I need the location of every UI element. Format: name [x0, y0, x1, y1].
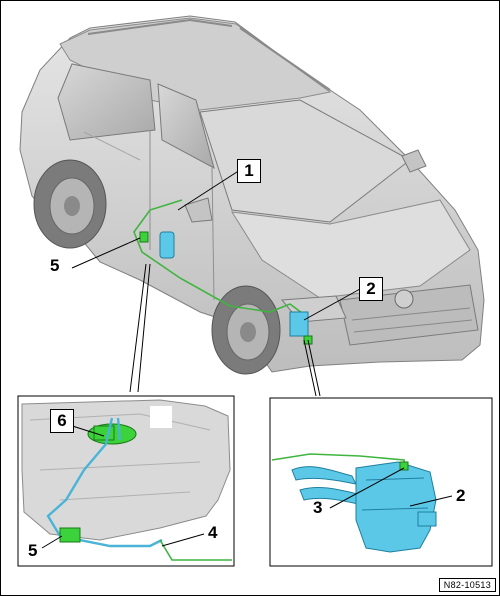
vw-logo	[394, 289, 414, 309]
leader-lines	[71, 169, 361, 397]
callout-5: 5	[50, 256, 60, 275]
callout-2: 2	[359, 277, 383, 301]
callout-4: 4	[208, 523, 218, 542]
windshield	[199, 99, 411, 223]
valve-inset	[59, 527, 81, 543]
inset-fuel-tank	[17, 395, 235, 567]
canister-car	[289, 311, 309, 337]
side-window	[57, 63, 156, 141]
front-wheel	[211, 285, 281, 375]
side-mirror	[401, 149, 427, 173]
reference-code: N82-10513	[438, 578, 496, 592]
inset-canister	[269, 397, 493, 567]
valve-car	[139, 231, 149, 243]
fuel-line-car	[133, 199, 307, 317]
roof-rail	[87, 18, 233, 35]
callout-6: 6	[50, 409, 74, 433]
side-window	[157, 83, 215, 169]
callout-5-inset: 5	[28, 541, 38, 560]
callout-3: 3	[313, 498, 323, 517]
fuel-pipe-blue	[46, 417, 163, 548]
fuel-sender	[93, 425, 115, 441]
fuel-pump-car	[159, 231, 175, 259]
callout-2-inset: 2	[456, 486, 466, 505]
callout-1: 1	[237, 159, 261, 183]
charcoal-canister	[355, 461, 437, 553]
hood	[231, 199, 471, 299]
fuel-line-inset	[159, 539, 232, 561]
car-illustration	[19, 15, 485, 375]
fuel-tank	[21, 399, 231, 541]
side-mirror	[184, 197, 213, 223]
rear-wheel	[33, 159, 107, 249]
hose	[291, 466, 357, 485]
roof-rail	[239, 27, 331, 91]
